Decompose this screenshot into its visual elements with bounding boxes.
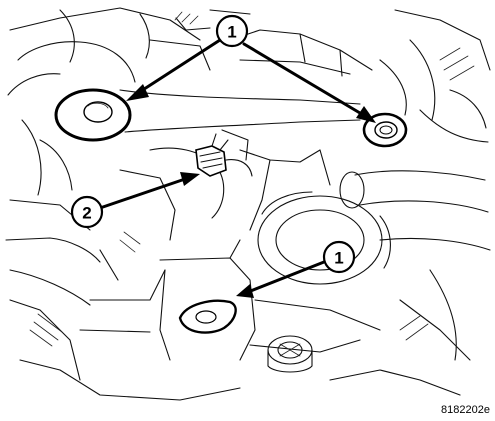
arrowhead-1-right	[356, 106, 376, 123]
callout-leaders	[98, 38, 376, 298]
leader-1-to-left-hole	[136, 38, 222, 95]
callout-1-top: 1	[215, 14, 249, 48]
mount-bolt-hole-lower	[178, 299, 237, 334]
callout-2-label: 2	[82, 204, 91, 223]
leader-2-to-connector	[98, 176, 190, 210]
callout-1-top-label: 1	[227, 23, 236, 42]
mount-bolt-hole-upper-left	[54, 88, 132, 142]
leader-1-to-lower-hole	[246, 260, 326, 294]
arrowhead-1-lower	[236, 284, 254, 298]
figure-id: 8182202e	[441, 404, 490, 416]
callout-1-lower-label: 1	[334, 249, 343, 268]
leader-1-to-right-hole	[242, 42, 367, 118]
arrowhead-1-left	[126, 84, 149, 101]
wiring-connector	[195, 133, 253, 177]
callout-2: 2	[70, 195, 104, 229]
callout-1-lower: 1	[322, 240, 356, 274]
arrowhead-2	[180, 172, 200, 186]
